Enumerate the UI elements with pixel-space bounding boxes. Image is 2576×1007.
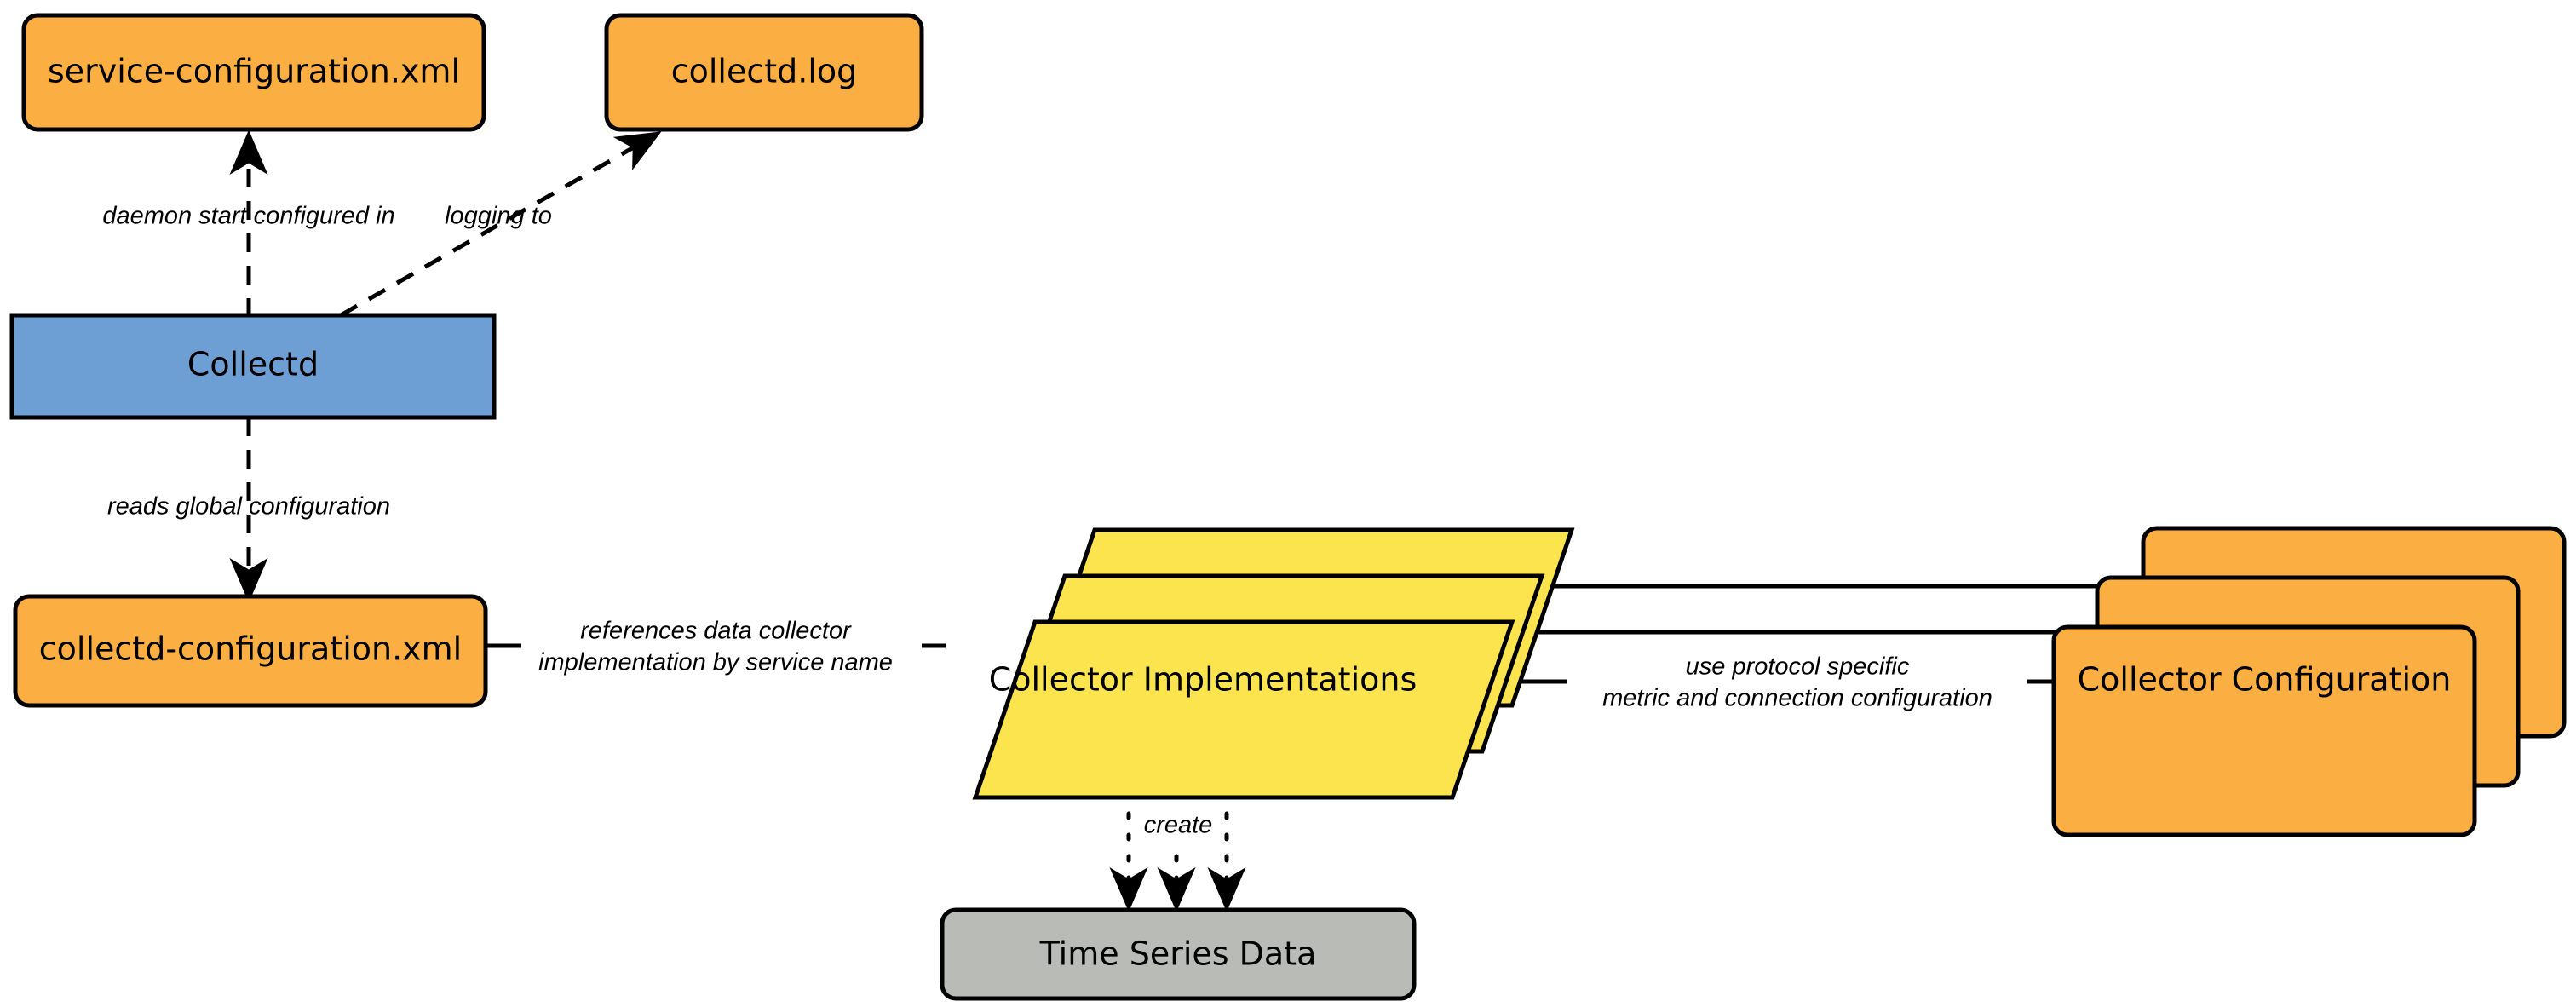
node-time-series-data-shape[interactable]: [940, 907, 1417, 1001]
node-collectd-configuration-xml-shape[interactable]: [13, 594, 488, 708]
node-collector-implementations-label: Collector Implementations: [989, 661, 1417, 699]
node-service-configuration-xml-label: service-configuration.xml: [48, 53, 460, 90]
node-collector-implementations[interactable]: Collector Implementations: [972, 527, 1575, 800]
edge-daemon-start-label: daemon start configured in: [102, 203, 394, 230]
node-collectd[interactable]: Collectd: [9, 313, 497, 420]
node-collectd-log[interactable]: collectd.log: [604, 13, 924, 132]
node-collectd-log-label: collectd.log: [671, 53, 858, 90]
edge-use-protocol-label-line1: use protocol specific: [1686, 653, 1910, 681]
node-collector-configuration[interactable]: Collector Configuration: [2051, 526, 2567, 837]
edge-use-protocol-label-bg: [1567, 644, 2027, 722]
edge-reads-global: reads global configuration: [107, 417, 390, 603]
node-collectd-label: Collectd: [187, 346, 319, 383]
node-service-configuration-xml[interactable]: service-configuration.xml: [21, 13, 486, 132]
edge-references-implementation-label-line2: implementation by service name: [538, 649, 893, 676]
node-time-series-data[interactable]: Time Series Data: [940, 907, 1417, 1001]
node-collector-configuration-label: Collector Configuration: [2078, 661, 2452, 699]
node-collectd-configuration-xml[interactable]: collectd-configuration.xml: [13, 594, 488, 708]
edge-logging-to: logging to: [339, 131, 662, 318]
edge-use-protocol: use protocol specific metric and connect…: [1478, 584, 2155, 722]
node-collector-implementations-shape-front[interactable]: [972, 619, 1515, 800]
node-service-configuration-xml-shape[interactable]: [21, 13, 486, 132]
edge-logging-to-line: [339, 131, 662, 318]
node-collectd-log-shape[interactable]: [604, 13, 924, 132]
edge-references-implementation-label-bg: [521, 608, 922, 687]
node-collector-configuration-shape-front[interactable]: [2051, 624, 2477, 837]
edge-use-protocol-label-line2: metric and connection configuration: [1602, 685, 1992, 712]
node-collectd-shape[interactable]: [9, 313, 497, 420]
edge-reads-global-label: reads global configuration: [107, 493, 390, 521]
edge-logging-to-label: logging to: [445, 203, 552, 230]
node-time-series-data-label: Time Series Data: [1039, 935, 1317, 973]
node-collectd-configuration-xml-label: collectd-configuration.xml: [39, 630, 462, 668]
edge-create-label: create: [1144, 812, 1213, 839]
edge-references-implementation: references data collector implementation…: [486, 608, 946, 687]
edge-create-label-bg: [1139, 805, 1217, 846]
edge-references-implementation-label-line1: references data collector: [580, 618, 852, 645]
edge-daemon-start: daemon start configured in: [102, 129, 395, 317]
